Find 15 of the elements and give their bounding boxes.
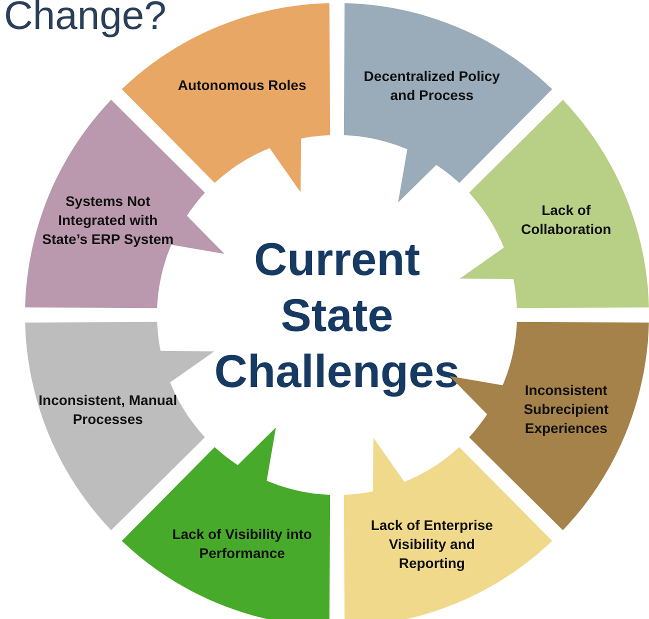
segment-label: Inconsistent Subrecipient Experiences: [522, 381, 610, 438]
segment-label: Autonomous Roles: [176, 76, 308, 96]
ring-segment: [459, 99, 649, 309]
ring-segment: [343, 3, 553, 203]
segment-label: Decentralized Policy and Process: [362, 66, 501, 105]
center-heading: Current State Challenges: [197, 231, 477, 399]
segment-label: Lack of Collaboration: [520, 201, 612, 240]
ring-segment: [121, 427, 331, 619]
segment-label: Lack of Enterprise Visibility and Reporting: [370, 516, 494, 573]
ring-segment: [343, 437, 553, 619]
segment-label: Inconsistent, Manual Processes: [38, 390, 178, 429]
segment-label: Lack of Visibility into Performance: [172, 525, 312, 564]
ring-segment: [25, 99, 225, 309]
title: Change?: [4, 0, 166, 39]
segment-label: Systems Not Integrated with State’s ERP System: [41, 192, 175, 249]
